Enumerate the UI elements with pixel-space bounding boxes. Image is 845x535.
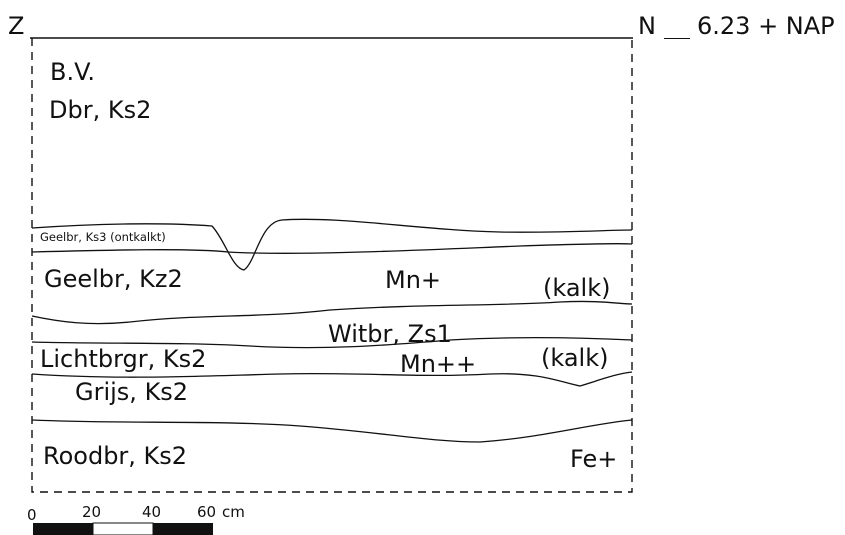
layer6-fe-label: Fe+ — [570, 445, 618, 473]
scale-tick-40: 40 — [142, 503, 162, 521]
layer2-mn-label: Mn+ — [385, 266, 442, 294]
scale-tick-20: 20 — [82, 503, 102, 521]
boundary-topsoil — [31, 218, 633, 271]
boundary-layer3 — [31, 337, 633, 349]
scale-tick-0: 0 — [27, 506, 37, 524]
boundary-layer4 — [31, 371, 633, 387]
elevation-underline — [664, 38, 690, 39]
layer6-label: Roodbr, Ks2 — [43, 442, 188, 470]
layer4-label: Lichtbrgr, Ks2 — [40, 345, 207, 373]
scale-unit: cm — [222, 503, 245, 521]
layer5-label: Grijs, Ks2 — [75, 378, 189, 406]
layer2-kalk-label: (kalk) — [543, 274, 611, 302]
south-label: Z — [8, 12, 25, 40]
north-label: N — [638, 12, 656, 40]
boundary-thin — [31, 242, 633, 254]
boundary-layer5 — [31, 419, 633, 443]
layer4-kalk-label: (kalk) — [541, 344, 609, 372]
topsoil-desc-label: Dbr, Ks2 — [49, 96, 152, 124]
scale-bar — [33, 522, 213, 535]
thin-layer-label: Geelbr, Ks3 (ontkalkt) — [40, 230, 166, 244]
boundary-layer2 — [31, 300, 633, 325]
scale-tick-60: 60 — [197, 503, 217, 521]
elevation-label: 6.23 + NAP — [697, 12, 835, 40]
layer2-label: Geelbr, Kz2 — [44, 265, 183, 293]
layer3-label: Witbr, Zs1 — [328, 320, 452, 348]
topsoil-code-label: B.V. — [50, 58, 96, 86]
pit-outline — [31, 38, 633, 493]
layer4-mn-label: Mn++ — [400, 350, 477, 378]
